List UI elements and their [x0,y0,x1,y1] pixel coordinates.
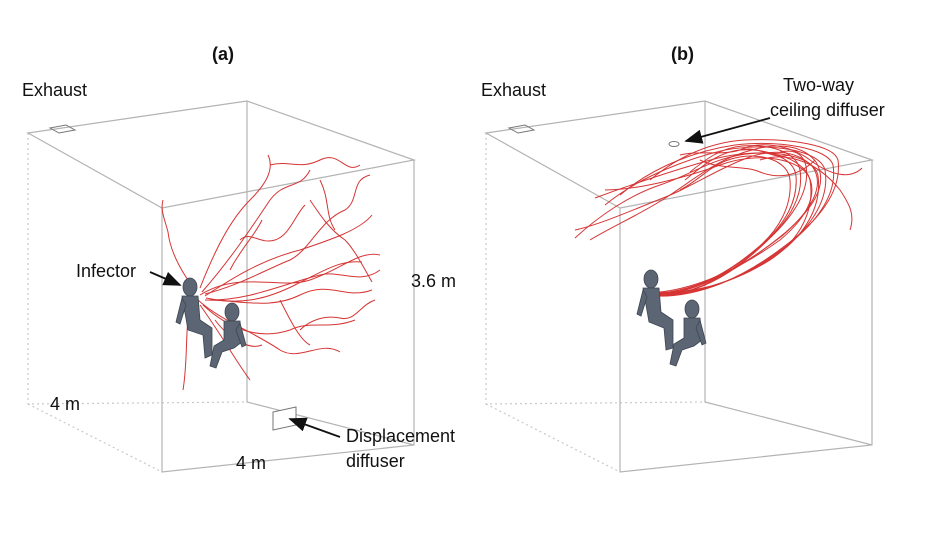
width-label: 4 m [236,453,267,473]
pathlines-a [161,154,381,391]
exhaust-label-a: Exhaust [22,80,88,100]
arrow-infector [149,271,182,286]
manikin-receiver [209,302,247,369]
manikin-infector [175,277,213,359]
height-label: 3.6 m [411,271,457,291]
room-hidden-edges-a [27,133,248,473]
pathlines-b [574,139,863,297]
room-box-a [26,100,417,473]
manikin-source-b [636,269,674,351]
room-hidden-edges-b [485,133,706,473]
arrow-ceiling-diffuser [684,117,771,144]
exhaust-vent-b [507,124,536,134]
displacement-diffuser-vent [272,406,297,431]
ceiling-diffuser-vent [668,141,680,147]
ceiling-diffuser-label-line1: Two-way [783,75,855,95]
depth-label: 4 m [50,394,81,414]
infector-label: Infector [76,261,137,281]
displacement-diffuser-label-line1: Displacement [346,426,456,446]
panel-a [26,100,417,473]
displacement-diffuser-label-line2: diffuser [346,451,405,471]
room-visible-edges-a [26,100,417,473]
arrow-displacement-diffuser [288,417,341,438]
manikin-group-a [175,277,247,369]
manikin-group-b [636,269,707,367]
room-visible-edges-b [484,100,875,473]
exhaust-label-b: Exhaust [481,80,547,100]
room-box-b [484,100,875,473]
manikin-receiver-b [669,299,707,367]
ceiling-diffuser-label-line2: ceiling diffuser [770,100,885,120]
panel-b-label: (b) [671,44,694,64]
panel-a-label: (a) [212,44,234,64]
exhaust-vent-a [48,124,77,134]
panel-b [484,100,875,473]
